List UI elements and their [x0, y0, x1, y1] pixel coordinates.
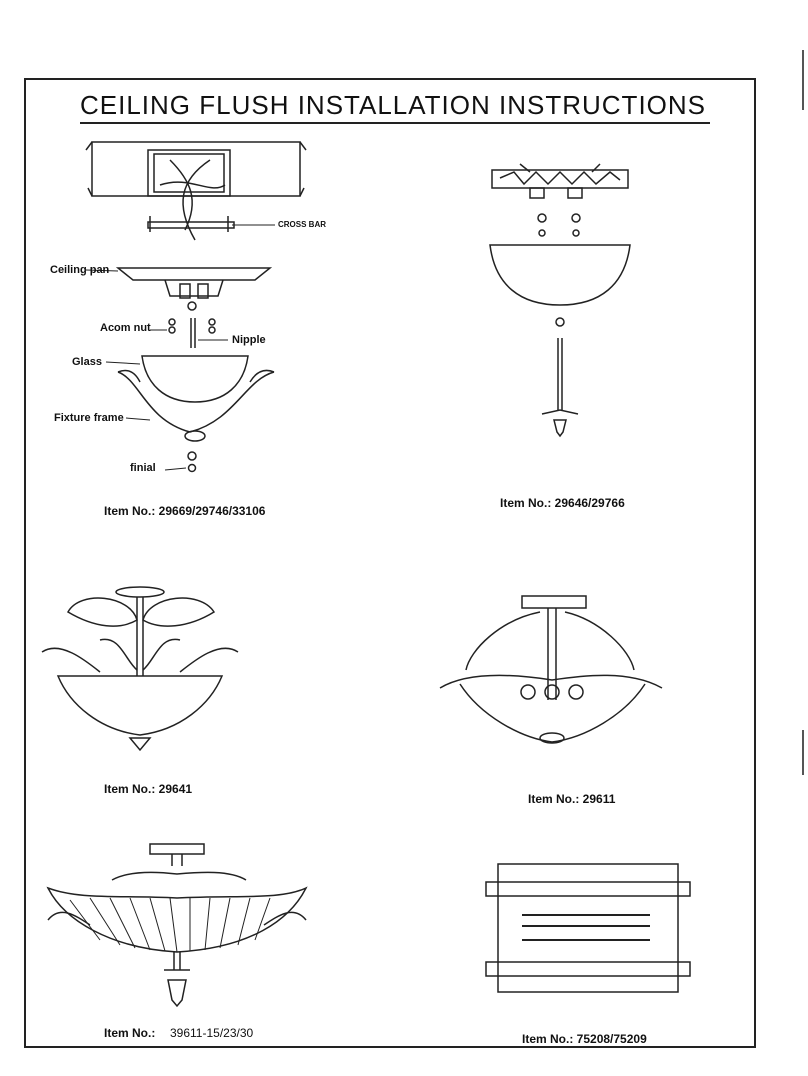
page-title: CEILING FLUSH INSTALLATION INSTRUCTIONS	[80, 90, 707, 120]
label-cross-bar: CROSS BAR	[278, 220, 327, 229]
item-number-5-value: 39611-15/23/30	[170, 1026, 254, 1040]
item-number-4: Item No.: 29611	[528, 792, 616, 806]
bowl-stem-diagram	[489, 163, 631, 438]
label-ceiling-pan: Ceiling pan	[50, 264, 110, 276]
item-number-1: Item No.: 29669/29746/33106	[104, 504, 266, 518]
curved-arm-fixture-29611	[439, 595, 663, 744]
label-acorn-nut: Acom nut	[100, 322, 151, 334]
item-number-3: Item No.: 29641	[104, 782, 193, 796]
label-fixture-frame: Fixture frame	[54, 412, 124, 424]
leaf-arm-fixture-29641	[41, 586, 239, 752]
square-flush-fixture-75208	[485, 863, 691, 993]
item-number-5-prefix: Item No.:	[104, 1026, 156, 1040]
item-number-6: Item No.: 75208/75209	[522, 1032, 647, 1046]
label-glass: Glass	[72, 356, 102, 368]
page-border	[24, 78, 756, 1048]
exploded-installation-diagram	[85, 141, 307, 473]
label-nipple: Nipple	[232, 334, 266, 346]
scan-margin-mark	[802, 50, 804, 110]
item-number-2: Item No.: 29646/29766	[500, 496, 625, 510]
fluted-shell-fixture-39611	[46, 843, 308, 1008]
scan-margin-mark	[802, 730, 804, 775]
title-underline	[80, 122, 710, 124]
label-finial: finial	[130, 462, 156, 474]
